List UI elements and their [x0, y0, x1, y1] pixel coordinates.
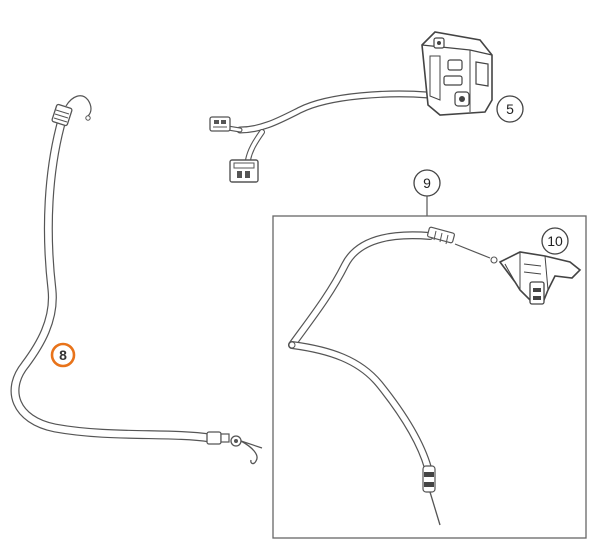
callout-9-label: 9 [423, 175, 431, 191]
cable-end-fitting-icon [51, 95, 92, 127]
cable-8-outline [10, 115, 215, 443]
cable-end-fitting-icon [422, 465, 441, 526]
wire-branch-inner [246, 130, 264, 162]
cable-9-upper-inner [289, 232, 433, 348]
cable-end-fitting-icon [206, 431, 263, 465]
cable-8-inner [11, 116, 214, 442]
callout-5-label: 5 [506, 101, 514, 117]
callout-5[interactable]: 5 [496, 95, 524, 123]
callout-8-label: 8 [59, 347, 67, 363]
handlebar-switch-assembly-5[interactable] [209, 31, 493, 183]
cable-9-lower-inner [289, 342, 431, 471]
wire-harness-inner [237, 91, 431, 133]
handlebar-switch-icon [421, 31, 493, 116]
connector-plug-icon [209, 116, 231, 132]
callout-10[interactable]: 10 [541, 227, 569, 255]
cable-assembly-8[interactable] [10, 95, 263, 465]
callout-9[interactable]: 9 [413, 169, 441, 197]
callout-8[interactable]: 8 [50, 342, 76, 368]
cable-9-upper-outline [288, 231, 434, 349]
lever-switch-icon[interactable] [498, 251, 582, 305]
callout-10-label: 10 [547, 233, 563, 249]
cable-assembly-9[interactable] [288, 226, 498, 526]
cable-end-fitting-icon [426, 226, 498, 264]
connector-plug-icon [229, 159, 259, 183]
inset-box-9 [272, 215, 587, 539]
